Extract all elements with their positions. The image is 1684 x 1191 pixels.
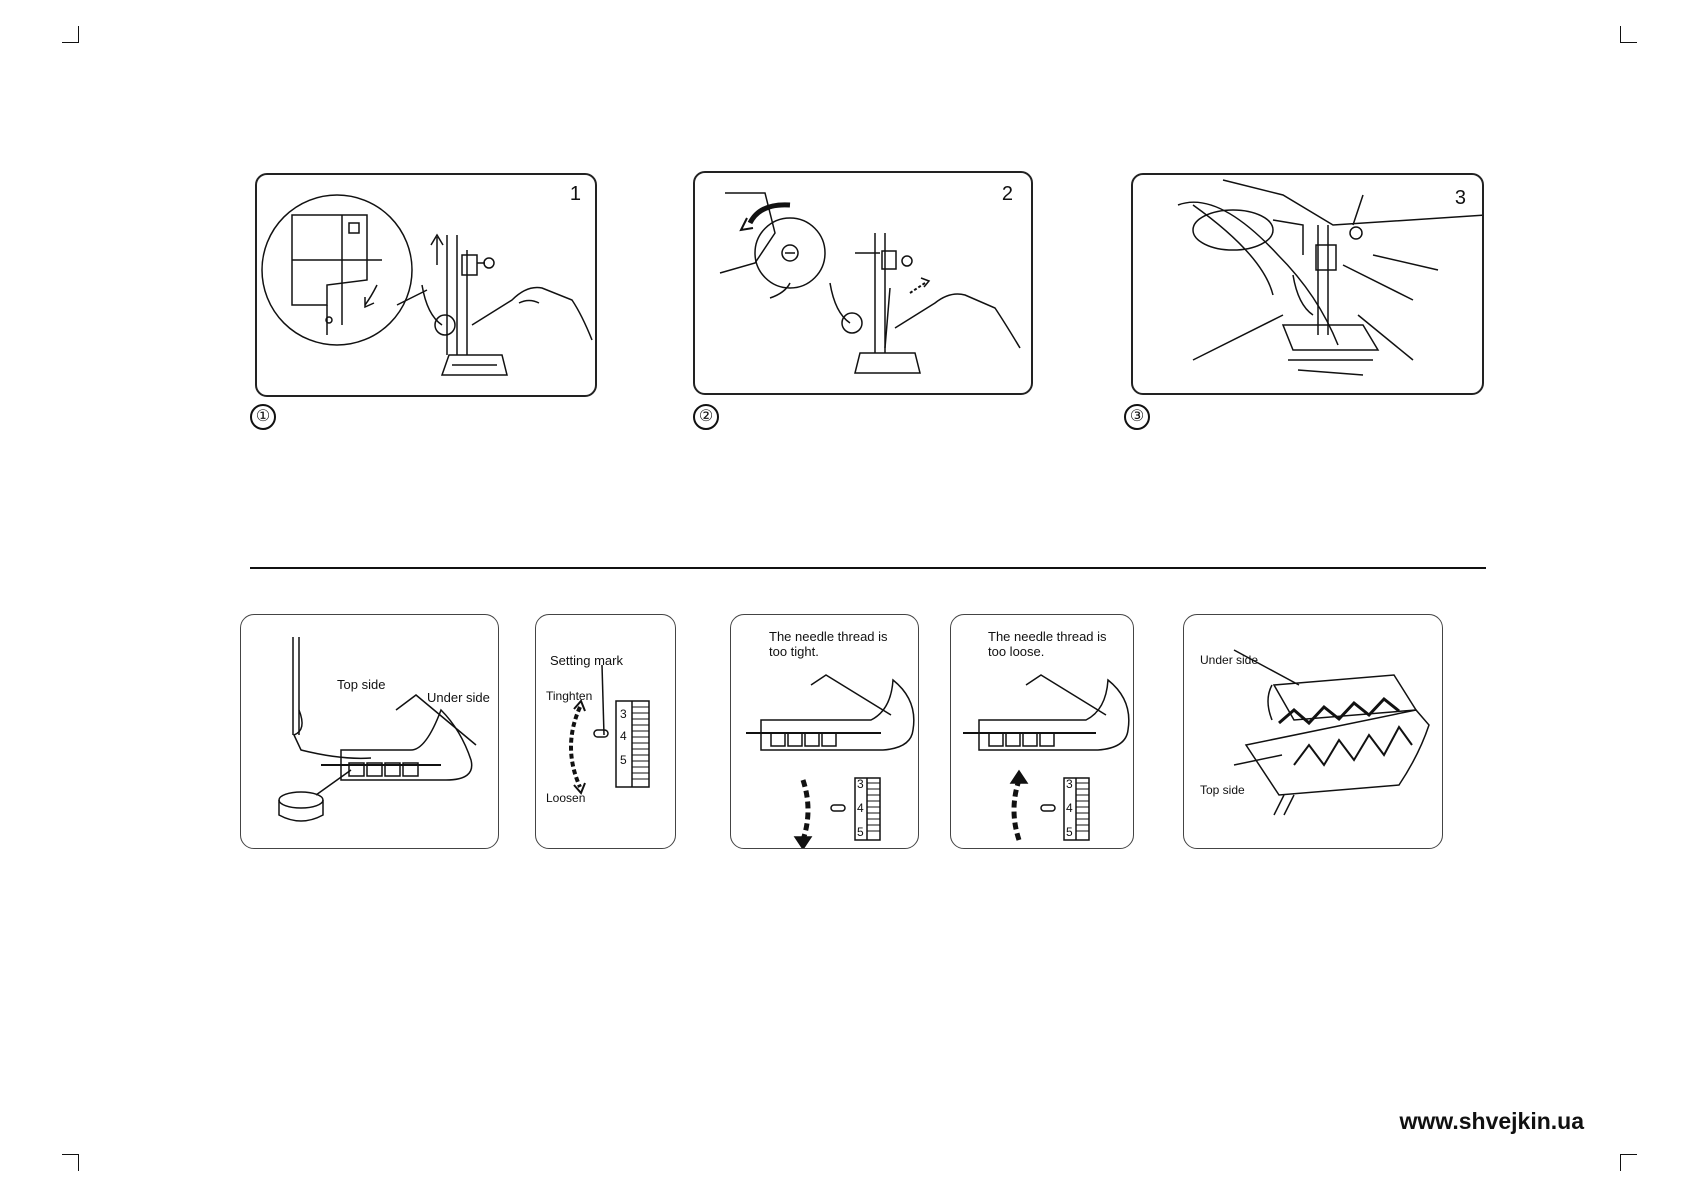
- illustration-panel-3: 3: [1131, 173, 1484, 395]
- under-side-label: Under side: [427, 690, 490, 705]
- too-tight-caption-line1: The needle thread is: [769, 629, 888, 644]
- too-loose-illustration: [963, 674, 1130, 841]
- raise-presser-foot-illustration: [261, 194, 593, 376]
- zigzag-under-side-label: Under side: [1200, 653, 1259, 667]
- loose-dial-5: 5: [1066, 825, 1073, 839]
- loose-dial-3: 3: [1066, 777, 1073, 791]
- crop-mark-top-right: [1620, 26, 1637, 43]
- tension-dial-illustration: [569, 664, 650, 795]
- pull-threads-illustration: [1177, 179, 1482, 376]
- too-loose-caption-line1: The needle thread is: [988, 629, 1107, 644]
- section-divider: [250, 567, 1486, 569]
- website-url: www.shvejkin.ua: [1399, 1108, 1584, 1134]
- top-side-label: Top side: [337, 677, 386, 692]
- tight-dial-3: 3: [857, 777, 864, 791]
- crop-mark-bottom-left: [62, 1154, 79, 1171]
- dial-value-4: 4: [620, 729, 627, 743]
- dial-value-3: 3: [620, 707, 627, 721]
- thread-too-loose-panel: The needle thread is too loose. 3 4 5: [950, 614, 1134, 849]
- loose-dial-4: 4: [1066, 801, 1073, 815]
- panel-number-2: 2: [1001, 183, 1013, 205]
- fabric-stitch-illustration: [278, 637, 477, 822]
- tension-dial-panel: Setting mark Tinghten Loosen 3 4 5: [535, 614, 676, 849]
- setting-mark-label: Setting mark: [550, 653, 623, 668]
- tight-dial-5: 5: [857, 825, 864, 839]
- loosen-label: Loosen: [546, 791, 586, 805]
- illustration-panel-1: 1: [255, 173, 597, 397]
- zigzag-fabric-illustration: [1233, 649, 1430, 816]
- illustration-panel-2: 2: [693, 171, 1033, 395]
- too-tight-illustration: [746, 674, 915, 848]
- step-number-2: ②: [693, 404, 719, 430]
- crop-mark-top-left: [62, 26, 79, 43]
- zigzag-stitch-panel: Under side Top side: [1183, 614, 1443, 849]
- tighten-label: Tinghten: [546, 689, 593, 703]
- crop-mark-bottom-right: [1620, 1154, 1637, 1171]
- step-number-1: ①: [250, 404, 276, 430]
- turn-handwheel-illustration: [719, 192, 1021, 374]
- thread-too-tight-panel: The needle thread is too tight. 3 4 5: [730, 614, 919, 849]
- step-number-3: ③: [1124, 404, 1150, 430]
- panel-number-1: 1: [569, 183, 581, 205]
- panel-number-3: 3: [1454, 187, 1466, 209]
- dial-value-5: 5: [620, 753, 627, 767]
- tight-dial-4: 4: [857, 801, 864, 815]
- zigzag-top-side-label: Top side: [1200, 783, 1245, 797]
- too-tight-caption-line2: too tight.: [769, 644, 819, 659]
- tension-balanced-panel: Top side Under side: [240, 614, 499, 849]
- too-loose-caption-line2: too loose.: [988, 644, 1045, 659]
